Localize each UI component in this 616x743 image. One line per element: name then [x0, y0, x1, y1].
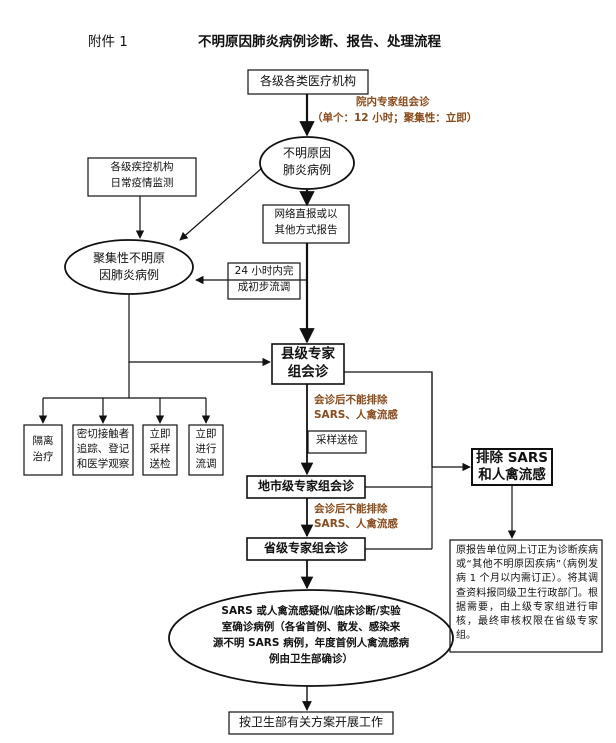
city-consult-label: 地市级专家组会诊: [257, 479, 354, 493]
county-consult-line2: 组会诊: [287, 364, 329, 380]
sars-case-line4: 例由卫生部确诊）: [269, 653, 353, 665]
sampling-label: 采样送检: [316, 434, 358, 446]
action-box-investigation: [188, 424, 224, 476]
cdc-box: [87, 157, 197, 197]
sars-case-line3: 源不明 SARS 病例，年度首例人禽流感病: [212, 637, 410, 649]
exclude-line2: 和人禽流感: [478, 467, 546, 483]
cluster-case-ellipse: [64, 239, 194, 295]
cannot-exclude-2-line2: SARS、人禽流感: [314, 518, 398, 530]
exclude-note-text: 原报告单位网上订正为诊断疾病或“其他不明原因疾病”（病例发病 1 个月以内需订正…: [456, 545, 598, 642]
hospital-consult-label: 院内专家组会诊: [356, 96, 430, 108]
action-box-isolation: [23, 424, 63, 476]
final-action-box: [228, 711, 394, 735]
action-sampling-line1: 立即: [149, 428, 171, 440]
action-box-sampling: [142, 424, 178, 476]
attachment-label: 附件 1: [88, 34, 128, 50]
action-investigation-line3: 流调: [195, 458, 217, 470]
exclude-note-box: [449, 539, 603, 653]
investigation-line1: 24 小时内完: [234, 265, 294, 277]
county-consult-box: [271, 343, 345, 385]
county-consult-line1: 县级专家: [281, 346, 335, 362]
action-investigation-line2: 进行: [195, 443, 217, 455]
online-report-line2: 其他方式报告: [274, 224, 338, 236]
cannot-exclude-1-line2: SARS、人禽流感: [314, 409, 398, 421]
action-isolation-line1: 隔离: [32, 435, 54, 447]
cluster-case-line1: 聚集性不明原: [92, 251, 165, 265]
cdc-line1: 各级疾控机构: [110, 161, 174, 173]
province-consult-label: 省级专家组会诊: [263, 541, 348, 555]
action-investigation-line1: 立即: [195, 428, 217, 440]
action-sampling-line2: 采样: [149, 443, 171, 455]
action-sampling-line3: 送检: [149, 458, 171, 470]
cdc-line2: 日常疫情监测: [110, 177, 174, 189]
sars-case-ellipse: [168, 589, 454, 687]
page-title: 不明原因肺炎病例诊断、报告、处理流程: [198, 34, 441, 50]
action-box-contacts: [72, 424, 134, 476]
hospitals-label: 各级各类医疗机构: [259, 74, 356, 88]
online-report-line1: 网络直报或以: [274, 208, 338, 220]
investigation-box: [227, 262, 301, 300]
cannot-exclude-1-line1: 会诊后不能排除: [314, 394, 388, 406]
sars-case-line2: 室确诊病例（各省首例、散发、感染来: [221, 621, 401, 633]
exclude-line1: 排除 SARS: [476, 450, 548, 466]
action-contacts-line3: 和医学观察: [76, 458, 130, 470]
hospital-consult-note: （单个：12 小时；聚集性：立即）: [312, 112, 478, 124]
investigation-line2: 成初步流调: [237, 281, 291, 293]
final-action-label: 按卫生部有关方案开展工作: [238, 715, 383, 729]
unexplained-case-line1: 不明原因: [282, 146, 331, 160]
unexplained-case-line2: 肺炎病例: [282, 163, 331, 177]
action-isolation-line2: 治疗: [32, 451, 54, 463]
sars-case-line1: SARS 或人禽流感疑似/临床诊断/实验: [221, 605, 401, 617]
cannot-exclude-2-line1: 会诊后不能排除: [314, 503, 388, 515]
cluster-case-line2: 因肺炎病例: [98, 268, 159, 282]
action-contacts-line2: 追踪、登记: [76, 443, 130, 455]
action-contacts-line1: 密切接触者: [76, 428, 130, 440]
